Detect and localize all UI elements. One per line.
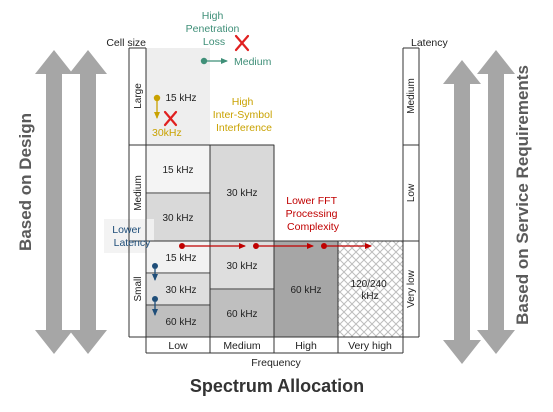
cell-small-veryhigh-label: 120/240 kHz — [351, 279, 390, 302]
penetration-loss-line1: High — [202, 10, 224, 22]
isi-line1: High — [232, 96, 254, 108]
latency-medium: Medium — [406, 78, 417, 114]
latency-arrows — [152, 263, 158, 316]
cell-medium-low-top-label: 15 kHz — [162, 165, 193, 176]
frequency-medium: Medium — [223, 340, 261, 352]
fft-arrows — [179, 243, 372, 249]
cell-size-axis-title: Cell size — [106, 37, 146, 49]
lower-latency-label: Lower Latency — [112, 224, 151, 249]
based-on-service-requirements-label: Based on Service Requirements — [513, 65, 532, 325]
cell-small-medium-1-label: 30 kHz — [226, 261, 257, 272]
cell-medium-low-top — [145, 144, 211, 194]
latency-very-low: Very low — [406, 269, 417, 308]
fft-line2: Processing — [286, 208, 338, 220]
penetration-cross-icon — [234, 34, 250, 52]
isi-line2: Inter-Symbol — [213, 109, 273, 121]
cell-large-low-label: 15 kHz — [165, 93, 196, 104]
penetration-result-label: Medium — [234, 56, 272, 68]
cell-medium-low-bottom — [145, 192, 211, 242]
isi-dot — [153, 94, 161, 102]
cell-size-large: Large — [133, 83, 144, 109]
penetration-dot — [200, 57, 208, 65]
isi-result-label: 30kHz — [152, 127, 182, 139]
cell-size-small: Small — [133, 276, 144, 301]
isi-label: High Inter-Symbol Interference — [213, 96, 275, 134]
cell-small-medium-2-label: 60 kHz — [226, 309, 257, 320]
grid-frame — [128, 47, 420, 354]
cell-small-low-2-label: 30 kHz — [165, 285, 196, 296]
cell-medium-medium — [209, 144, 275, 242]
cell-small-medium-1 — [209, 240, 275, 290]
cell-size-medium: Medium — [133, 175, 144, 211]
fft-highlight — [278, 190, 350, 238]
frequency-high: High — [295, 340, 317, 352]
latency-low: Low — [406, 183, 417, 202]
cell-medium-low-bottom-label: 30 kHz — [162, 213, 193, 224]
cell-small-high-label: 60 kHz — [290, 285, 321, 296]
latency-axis-title: Latency — [411, 37, 449, 49]
cell-small-veryhigh — [337, 240, 404, 338]
penetration-loss-line3: Loss — [203, 36, 225, 48]
isi-cross-icon — [163, 110, 178, 127]
fft-label: Lower FFT Processing Complexity — [286, 195, 341, 233]
cell-small-veryhigh-label-line2: kHz — [361, 291, 378, 302]
cell-medium-medium-label: 30 kHz — [226, 188, 257, 199]
penetration-loss-line2: Penetration — [186, 23, 240, 35]
fft-line1: Lower FFT — [286, 195, 337, 207]
main-title: Spectrum Allocation — [190, 376, 364, 396]
frequency-axis-title: Frequency — [251, 357, 301, 369]
lower-latency-line2: Latency — [114, 237, 152, 249]
right-double-arrow — [443, 50, 515, 364]
based-on-design-label: Based on Design — [16, 113, 35, 251]
frequency-very-high: Very high — [348, 340, 392, 352]
isi-line3: Interference — [216, 122, 272, 134]
cell-small-low-3-label: 60 kHz — [165, 317, 196, 328]
lower-latency-line1: Lower — [112, 224, 141, 236]
cell-small-veryhigh-label-line1: 120/240 — [351, 279, 388, 290]
left-double-arrow — [35, 50, 107, 354]
fft-line3: Complexity — [287, 221, 340, 233]
cell-small-low-1-label: 15 kHz — [165, 253, 196, 264]
frequency-low: Low — [168, 340, 188, 352]
penetration-loss-label: High Penetration Loss — [186, 10, 243, 48]
